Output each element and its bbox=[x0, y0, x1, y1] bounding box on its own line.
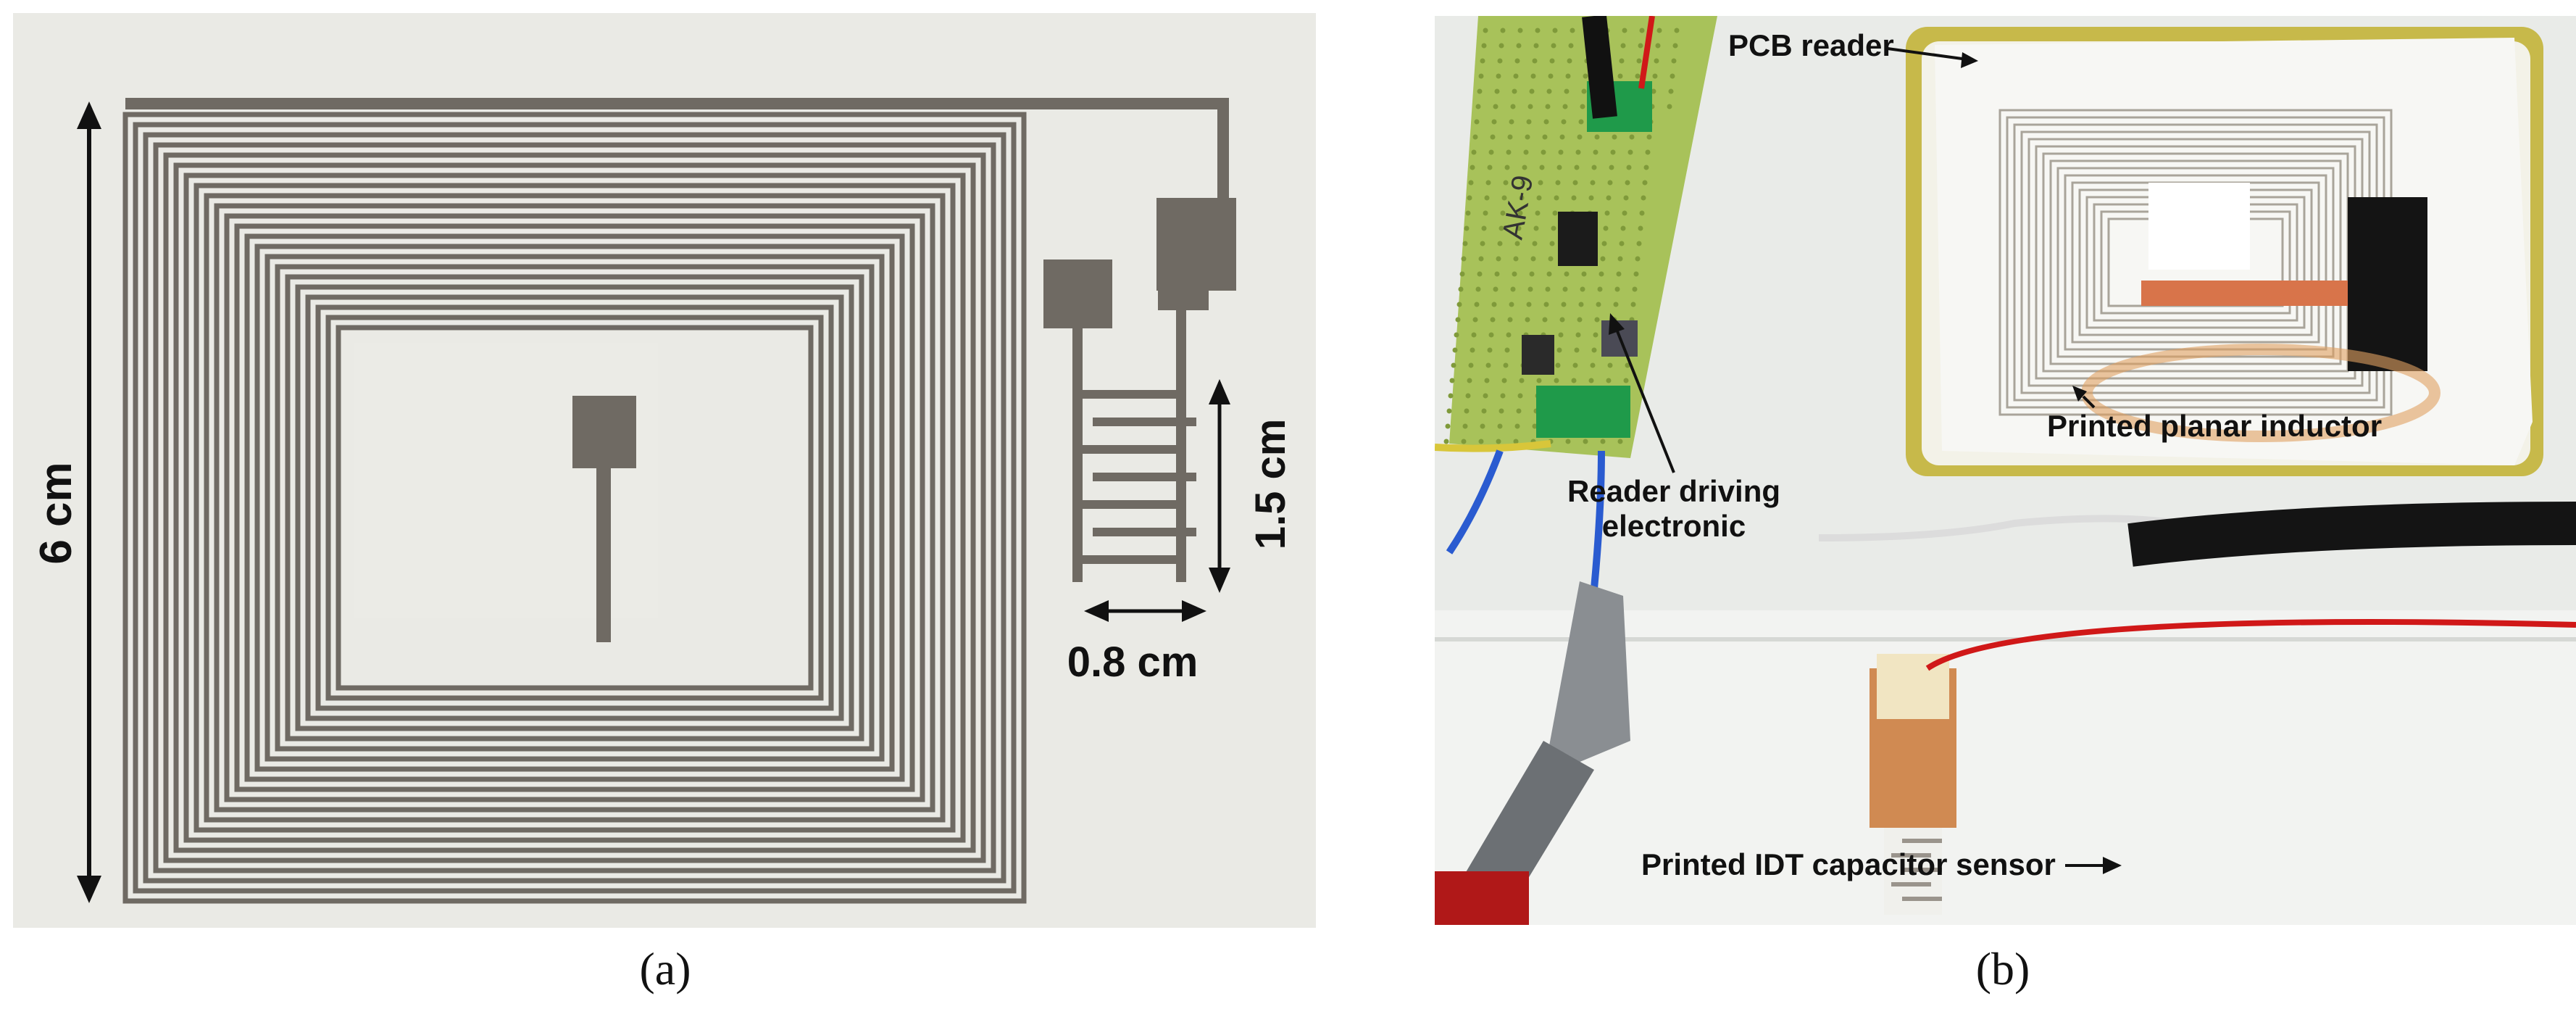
dimension-label-0-8cm: 0.8 cm bbox=[1067, 639, 1199, 686]
dimension-label-1-5cm: 1.5 cm bbox=[1247, 419, 1294, 550]
spiral-inductor-coil bbox=[122, 112, 1027, 904]
panel-a-photo: 6 cm 1.5 cm 0.8 cm bbox=[13, 13, 1316, 928]
ic-chip bbox=[1558, 212, 1598, 266]
label-pcb-reader: PCB reader bbox=[1728, 28, 1894, 62]
alligator-clip bbox=[1435, 581, 1630, 925]
caption-b: (b) bbox=[1975, 943, 2030, 995]
reader-driving-board: AK-9 bbox=[1443, 16, 1717, 458]
pcb-reader-board bbox=[1906, 27, 2543, 476]
idt-capacitor-sensor bbox=[1043, 259, 1209, 582]
height-dimension-arrow bbox=[77, 101, 101, 903]
sensor-width-arrow bbox=[1084, 600, 1206, 622]
inductor-inner-pad bbox=[572, 396, 636, 468]
terminal-block-bottom bbox=[1536, 386, 1630, 438]
copper-strip bbox=[2141, 281, 2359, 306]
caption-a: (a) bbox=[639, 943, 691, 995]
inductor-inner-lead bbox=[596, 468, 611, 642]
label-idt-sensor: Printed IDT capacitor sensor bbox=[1641, 847, 2056, 881]
label-reader-driving-line2: electronic bbox=[1602, 509, 1746, 543]
dimension-label-6cm: 6 cm bbox=[31, 462, 81, 564]
inductor-connection-trace bbox=[125, 98, 1229, 198]
label-reader-driving-line1: Reader driving bbox=[1567, 474, 1780, 508]
measurement-setup-photo: AK-9 bbox=[1435, 16, 2576, 925]
panel-b-photo: AK-9 bbox=[1435, 16, 2576, 925]
sensor-height-arrow bbox=[1209, 379, 1230, 593]
capacitor bbox=[1522, 335, 1554, 375]
printed-inductor-photo: 6 cm 1.5 cm 0.8 cm bbox=[13, 13, 1316, 928]
black-tape bbox=[2348, 197, 2427, 371]
label-planar-inductor: Printed planar inductor bbox=[2047, 409, 2382, 443]
